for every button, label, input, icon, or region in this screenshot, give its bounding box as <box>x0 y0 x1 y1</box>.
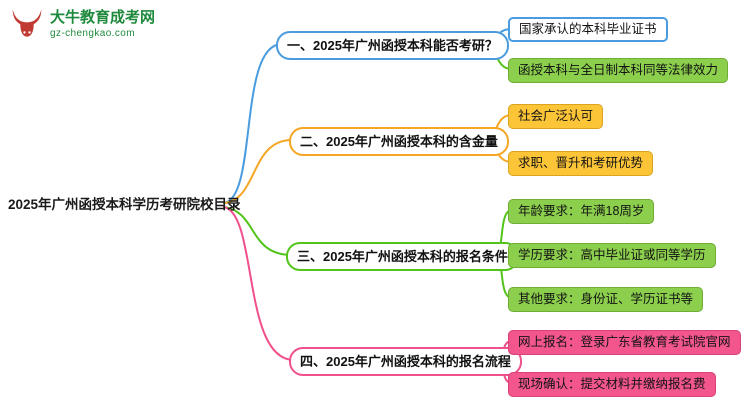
logo-title: 大牛教育成考网 <box>50 9 156 26</box>
edge-root-branch4 <box>223 206 295 361</box>
branch-node-4: 四、2025年广州函授本科的报名流程 <box>289 347 522 376</box>
logo-texts: 大牛教育成考网 gz-chengkao.com <box>50 8 155 40</box>
logo-domain: gz-chengkao.com <box>50 28 135 39</box>
leaf-node-3-3: 其他要求：身份证、学历证书等 <box>508 287 704 312</box>
site-logo[interactable]: 大牛教育成考网 gz-chengkao.com <box>10 8 155 45</box>
leaf-node-3-2: 学历要求：高中毕业证或同等学历 <box>508 243 716 268</box>
leaf-node-4-1: 网上报名：登录广东省教育考试院官网 <box>508 330 741 355</box>
leaf-node-3-1: 年龄要求：年满18周岁 <box>508 199 655 224</box>
logo-bull-icon <box>10 8 44 45</box>
branch-node-3: 三、2025年广州函授本科的报名条件 <box>286 242 519 271</box>
edge-root-branch1 <box>223 43 283 204</box>
leaf-node-1-2: 函授本科与全日制本科同等法律效力 <box>508 58 729 83</box>
branch-node-2: 二、2025年广州函授本科的含金量 <box>289 127 509 156</box>
leaf-node-1-1: 国家承认的本科毕业证书 <box>508 17 668 42</box>
leaf-node-4-2: 现场确认：提交材料并缴纳报名费 <box>508 372 716 397</box>
edge-root-branch3 <box>223 206 293 256</box>
leaf-node-2-2: 求职、晋升和考研优势 <box>508 151 654 176</box>
leaf-node-2-1: 社会广泛认可 <box>508 104 604 129</box>
branch-node-1: 一、2025年广州函授本科能否考研？ <box>276 31 509 60</box>
root-node: 2025年广州函授本科学历考研院校目录 <box>8 197 241 212</box>
edge-root-branch2 <box>223 139 293 204</box>
